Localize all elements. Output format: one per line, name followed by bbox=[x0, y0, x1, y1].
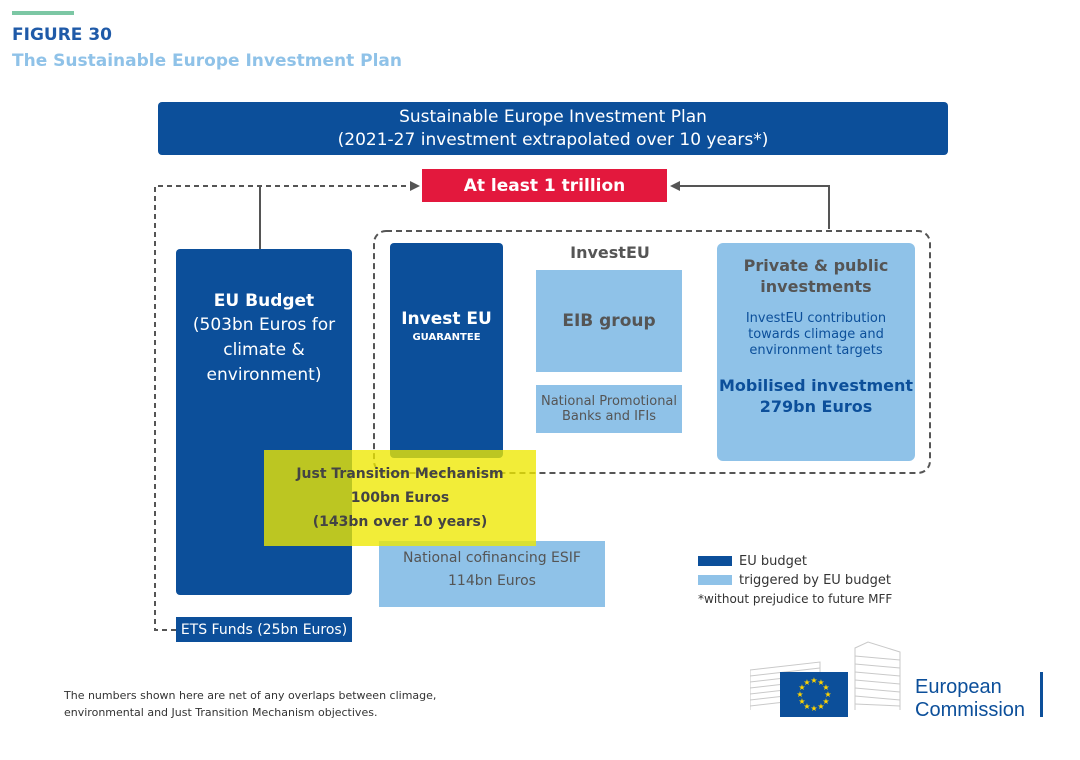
svg-text:★: ★ bbox=[798, 683, 805, 692]
plan-header-line1: Sustainable Europe Investment Plan bbox=[399, 106, 707, 127]
private-investments-title: Private & public investments bbox=[743, 256, 889, 296]
svg-text:★: ★ bbox=[822, 697, 829, 706]
legend-eu-budget-swatch bbox=[698, 556, 732, 566]
ets-dashed-connector bbox=[154, 181, 420, 631]
plan-header: Sustainable Europe Investment Plan (2021… bbox=[158, 102, 948, 155]
ets-funds-box: ETS Funds (25bn Euros) bbox=[176, 617, 352, 642]
mobilised-investment-value: Mobilised investment 279bn Euros bbox=[718, 376, 914, 416]
eu-flag-stars: ★★★ ★★★ ★★★ ★★★ bbox=[796, 676, 831, 713]
logo-divider bbox=[1040, 672, 1043, 717]
esif-line1: National cofinancing ESIF bbox=[403, 550, 581, 566]
logo-line2: Commission bbox=[915, 699, 1025, 720]
svg-text:★: ★ bbox=[817, 678, 824, 687]
investeu-guarantee-box: Invest EU GUARANTEE bbox=[390, 243, 503, 458]
eu-budget-title: EU Budget bbox=[213, 291, 315, 311]
svg-text:★: ★ bbox=[803, 702, 810, 711]
eib-group-box: EIB group bbox=[536, 270, 682, 372]
legend-eu-budget-label: EU budget bbox=[739, 554, 807, 569]
svg-text:★: ★ bbox=[810, 676, 817, 685]
legend-triggered-swatch bbox=[698, 575, 732, 585]
national-promotional-banks-box: National Promotional Banks and IFIs bbox=[536, 385, 682, 433]
jtm-line2: 100bn Euros bbox=[350, 490, 450, 506]
investeu-guarantee-subtitle: GUARANTEE bbox=[412, 332, 481, 343]
private-public-investments-box: Private & public investments InvestEU co… bbox=[717, 243, 915, 461]
jtm-line1: Just Transition Mechanism bbox=[296, 466, 504, 482]
european-commission-logo: ★★★ ★★★ ★★★ ★★★ European Commission bbox=[750, 641, 1043, 720]
figure-label: FIGURE 30 bbox=[12, 25, 112, 45]
eu-budget-detail: (503bn Euros for climate & environment) bbox=[192, 315, 336, 385]
total-investment-box: At least 1 trillion bbox=[422, 169, 667, 202]
figure-title: The Sustainable Europe Investment Plan bbox=[12, 51, 402, 71]
esif-cofinancing-box: National cofinancing ESIF 114bn Euros bbox=[379, 541, 605, 607]
svg-text:★: ★ bbox=[817, 702, 824, 711]
private-investment-arrow bbox=[670, 181, 830, 229]
legend-triggered-label: triggered by EU budget bbox=[739, 573, 892, 588]
logo-line1: European bbox=[915, 676, 1002, 698]
footnote: The numbers shown here are net of any ov… bbox=[64, 689, 437, 719]
legend-note: *without prejudice to future MFF bbox=[698, 592, 893, 606]
just-transition-mechanism-box: Just Transition Mechanism 100bn Euros (1… bbox=[264, 450, 536, 546]
investeu-heading: InvestEU bbox=[570, 243, 650, 262]
svg-text:★: ★ bbox=[798, 697, 805, 706]
investeu-guarantee-title: Invest EU bbox=[401, 309, 492, 329]
esif-line2: 114bn Euros bbox=[448, 573, 536, 589]
jtm-line3: (143bn over 10 years) bbox=[312, 514, 488, 530]
svg-text:★: ★ bbox=[822, 683, 829, 692]
svg-text:★: ★ bbox=[824, 690, 831, 699]
svg-text:★: ★ bbox=[810, 704, 817, 713]
investeu-dashed-group bbox=[373, 230, 931, 474]
eu-flag bbox=[780, 672, 848, 717]
svg-text:★: ★ bbox=[803, 678, 810, 687]
accent-bar bbox=[12, 11, 74, 15]
svg-text:★: ★ bbox=[796, 690, 803, 699]
plan-header-line2: (2021-27 investment extrapolated over 10… bbox=[337, 129, 769, 150]
private-investments-description: InvestEU contribution towards climage an… bbox=[745, 311, 887, 358]
